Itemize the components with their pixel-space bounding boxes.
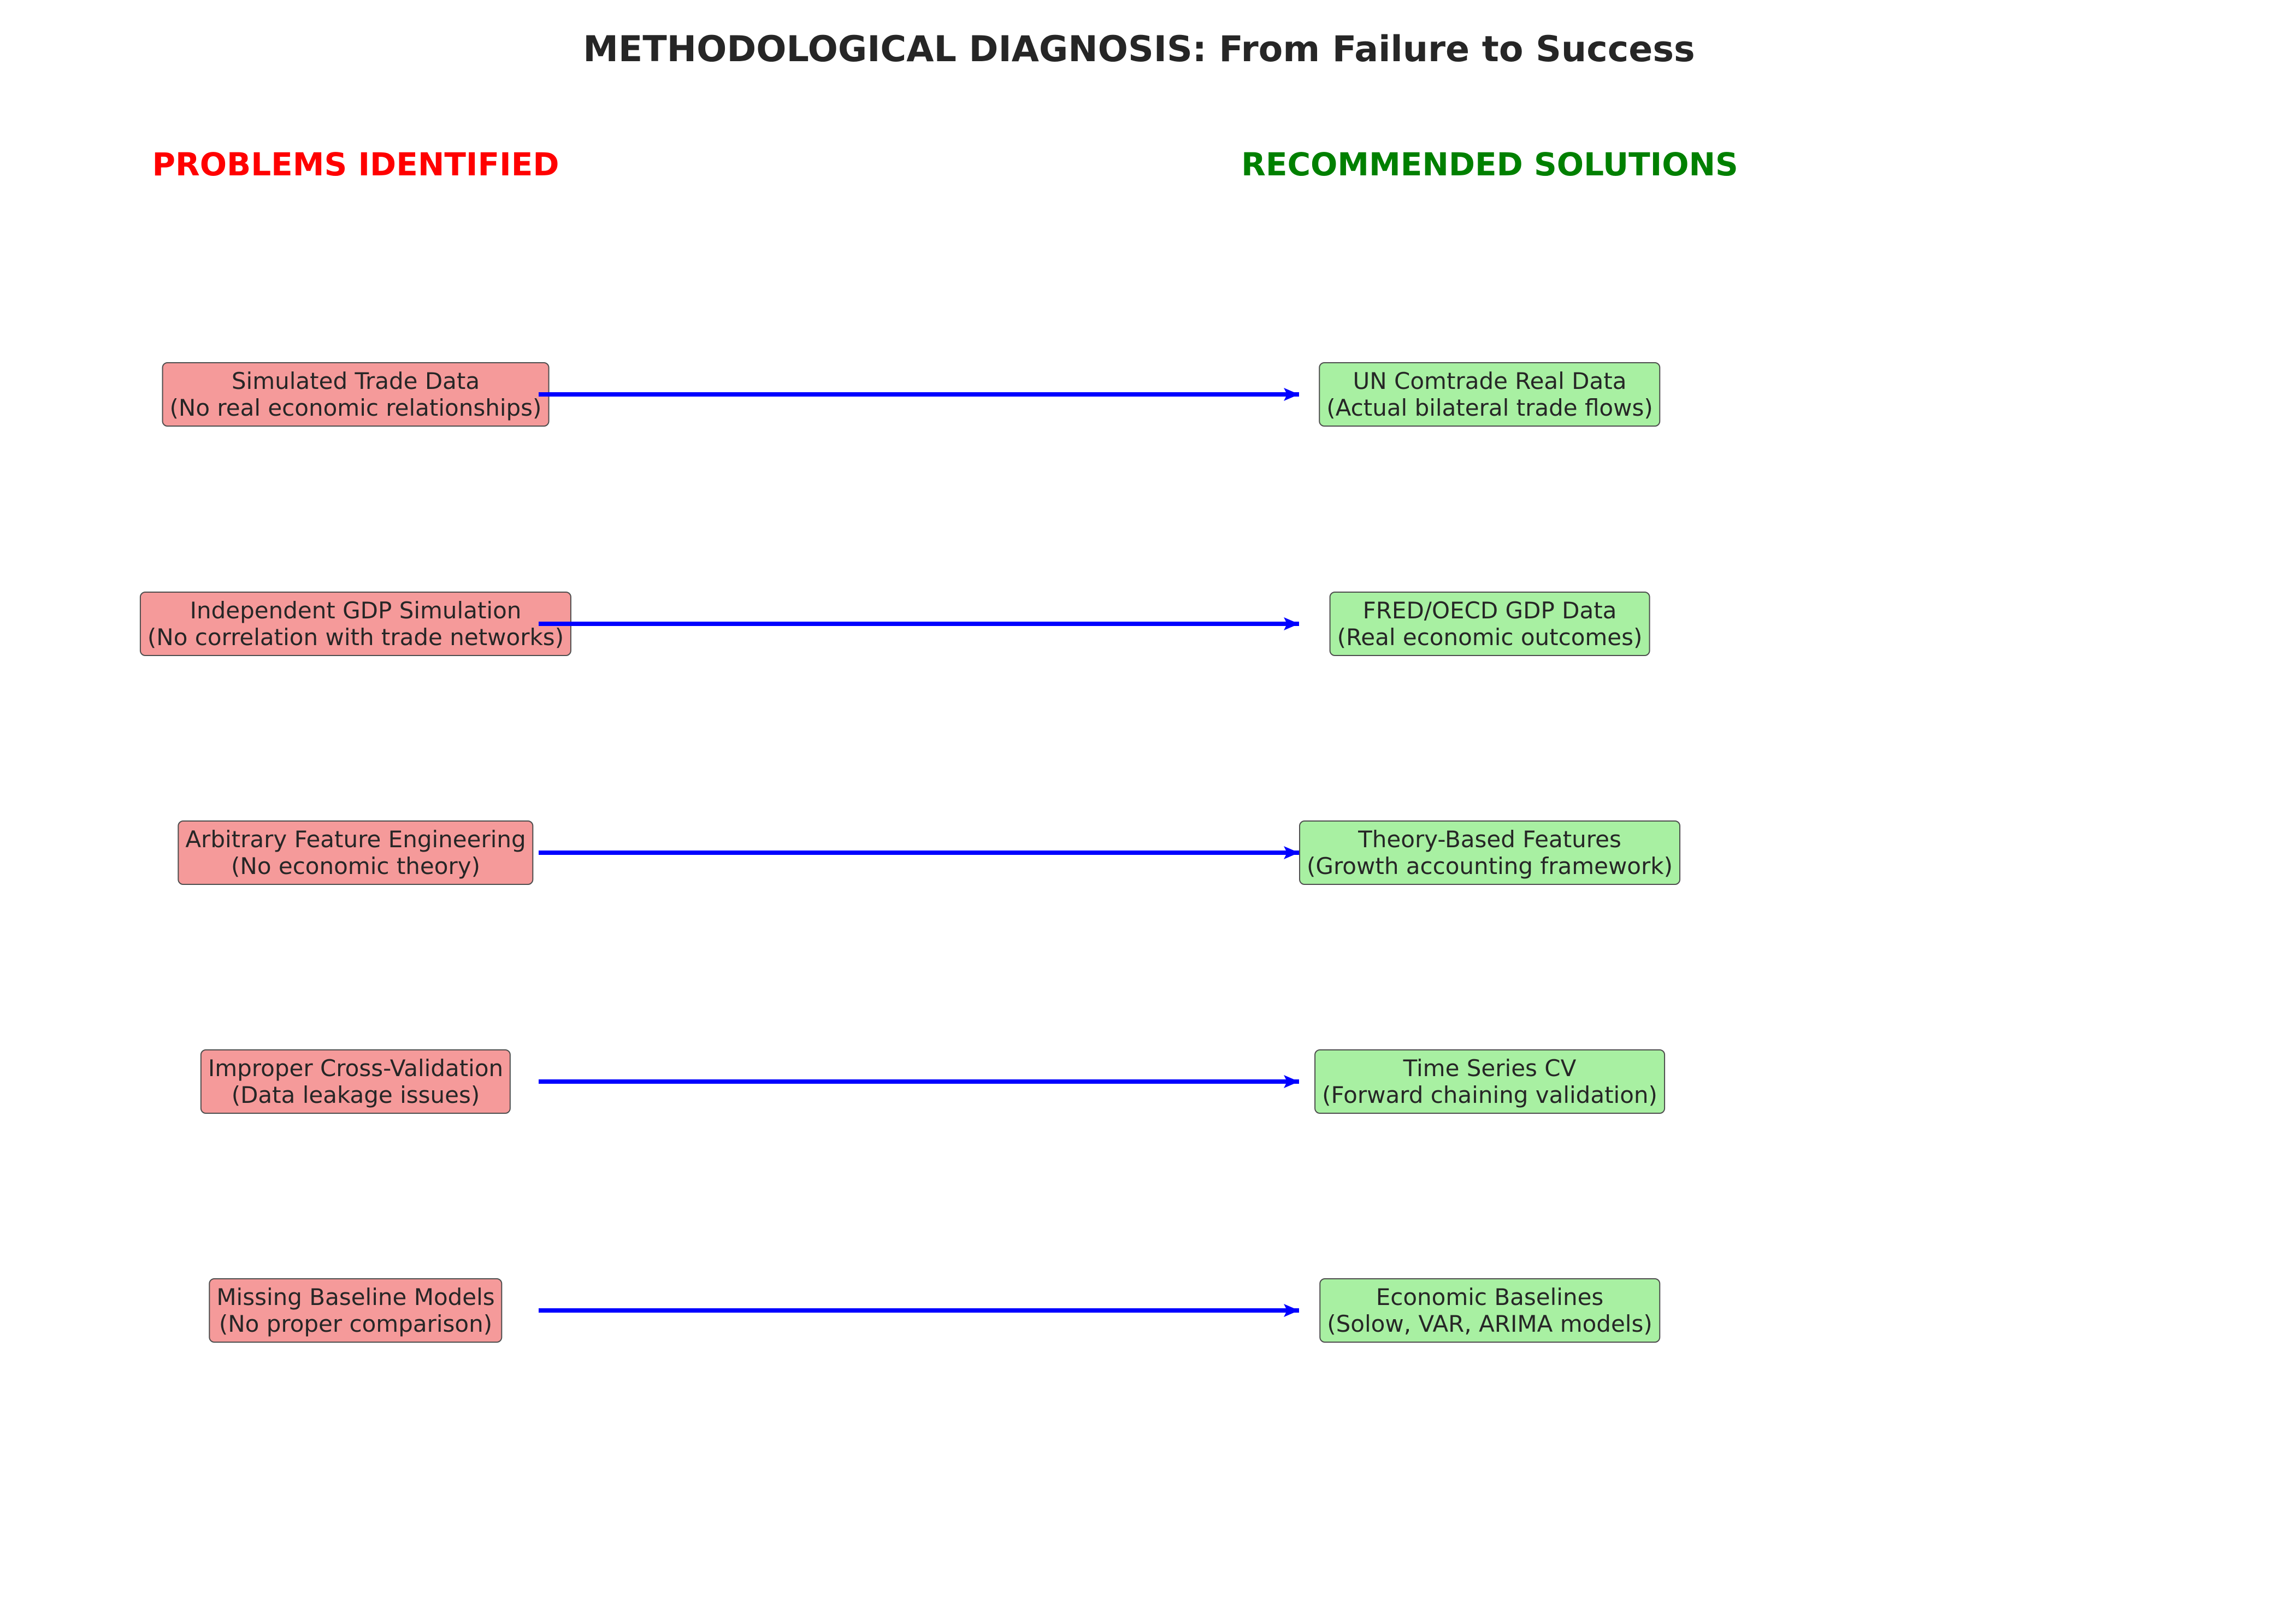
solution-title: UN Comtrade Real Data bbox=[1353, 368, 1627, 394]
solution-detail: (Growth accounting framework) bbox=[1307, 853, 1673, 879]
problem-title: Improper Cross-Validation bbox=[208, 1055, 504, 1082]
solution-box: Time Series CV(Forward chaining validati… bbox=[1314, 1049, 1665, 1114]
problem-box: Arbitrary Feature Engineering(No economi… bbox=[178, 820, 534, 885]
problems-header: PROBLEMS IDENTIFIED bbox=[152, 146, 559, 183]
solution-box: UN Comtrade Real Data(Actual bilateral t… bbox=[1319, 362, 1661, 427]
problem-detail: (No economic theory) bbox=[231, 853, 480, 879]
solution-title: Time Series CV bbox=[1403, 1055, 1577, 1082]
problem-box: Improper Cross-Validation(Data leakage i… bbox=[200, 1049, 511, 1114]
solution-box: Theory-Based Features(Growth accounting … bbox=[1299, 820, 1680, 885]
solution-title: Economic Baselines bbox=[1376, 1284, 1604, 1310]
problem-box: Missing Baseline Models(No proper compar… bbox=[209, 1278, 503, 1343]
solution-box: FRED/OECD GDP Data(Real economic outcome… bbox=[1329, 592, 1650, 656]
problem-detail: (No real economic relationships) bbox=[169, 394, 542, 421]
problem-detail: (Data leakage issues) bbox=[231, 1082, 480, 1108]
solution-box: Economic Baselines(Solow, VAR, ARIMA mod… bbox=[1319, 1278, 1660, 1343]
problem-detail: (No correlation with trade networks) bbox=[147, 624, 564, 651]
solution-detail: (Solow, VAR, ARIMA models) bbox=[1327, 1310, 1653, 1337]
solution-title: Theory-Based Features bbox=[1358, 826, 1621, 853]
solution-detail: (Forward chaining validation) bbox=[1322, 1082, 1657, 1108]
problem-title: Missing Baseline Models bbox=[216, 1284, 495, 1310]
solution-detail: (Actual bilateral trade flows) bbox=[1326, 394, 1653, 421]
problem-title: Independent GDP Simulation bbox=[190, 597, 522, 624]
diagram-title: METHODOLOGICAL DIAGNOSIS: From Failure t… bbox=[583, 29, 1695, 70]
problem-title: Simulated Trade Data bbox=[231, 368, 480, 394]
solution-title: FRED/OECD GDP Data bbox=[1362, 597, 1617, 624]
problem-title: Arbitrary Feature Engineering bbox=[185, 826, 526, 853]
problem-detail: (No proper comparison) bbox=[219, 1310, 493, 1337]
solution-detail: (Real economic outcomes) bbox=[1337, 624, 1643, 651]
problem-box: Independent GDP Simulation(No correlatio… bbox=[139, 592, 572, 656]
solutions-header: RECOMMENDED SOLUTIONS bbox=[1241, 146, 1738, 183]
